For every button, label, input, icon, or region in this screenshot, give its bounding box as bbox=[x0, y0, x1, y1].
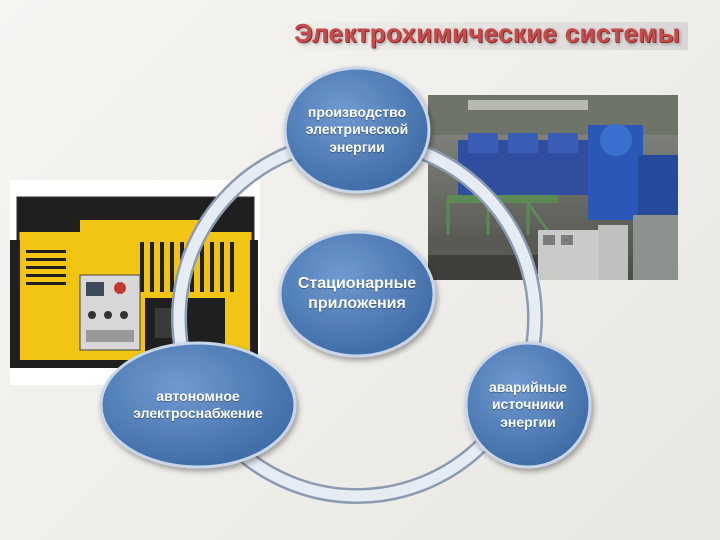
node-right-label: аварийные источники энергии bbox=[476, 370, 580, 440]
node-center-label: Стационарные приложения bbox=[292, 262, 422, 326]
node-left-label: автономное электроснабжение bbox=[118, 378, 278, 432]
node-top-label: производство электрической энергии bbox=[300, 95, 414, 165]
